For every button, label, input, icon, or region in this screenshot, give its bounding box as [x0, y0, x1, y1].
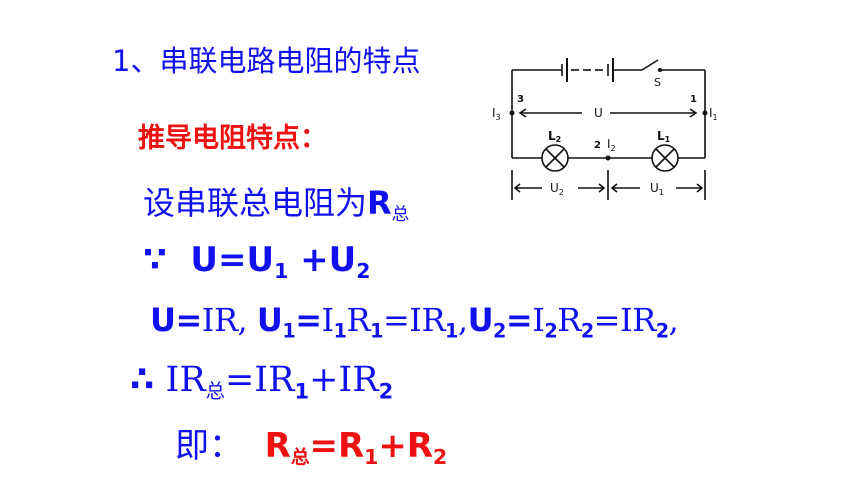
eq-i2-sub: 2 [544, 319, 558, 343]
eq-r1: R [346, 301, 371, 339]
eq-sep3: , [668, 301, 679, 339]
because-plus: +U [288, 240, 357, 280]
series-circuit-diagram: S I3 3 U 1 I1 L2 2 I2 L1 U2 U1 [492, 58, 718, 200]
eq-u2: U [467, 301, 494, 339]
current-i3-label: I3 [492, 106, 501, 122]
eq-i2: I [532, 301, 545, 339]
result-sub2: 2 [433, 445, 448, 470]
therefore-sub1: 1 [294, 379, 310, 404]
node-1-label: 1 [690, 94, 697, 105]
eq-sep2: , [457, 301, 468, 339]
eq-u: U= [150, 301, 202, 339]
node-3-label: 3 [517, 94, 524, 105]
r-total-subscript: 总 [391, 205, 410, 226]
current-i1-label: I1 [709, 106, 718, 122]
slide-title: 1、串联电路电阻的特点 [112, 44, 421, 78]
because-line: ∵ U=U1 +U2 [143, 240, 371, 284]
eq-u2-sub: 2 [493, 319, 506, 343]
switch-label: S [654, 76, 661, 89]
because-symbol: ∵ [143, 240, 167, 280]
lamp-l2-icon [541, 144, 569, 172]
therefore-symbol: ∴ [130, 360, 155, 400]
eq-ir1: =IR [382, 301, 446, 339]
therefore-ir-total: IR [165, 360, 206, 400]
result-r-sub: 总 [290, 447, 310, 469]
eq-u1: U [256, 301, 283, 339]
lamp-l1-label: L1 [657, 129, 671, 144]
eq-ir2-sub: 2 [655, 319, 669, 343]
result-label: 即： [175, 426, 243, 466]
voltage-u-label: U [594, 106, 603, 120]
voltage-u1-label: U1 [650, 181, 664, 197]
eq-i1: I [321, 301, 335, 339]
result-plus: +R [378, 426, 434, 466]
therefore-ir1: =IR [224, 360, 295, 400]
r-total-symbol: R [367, 184, 392, 222]
eq-eq1: = [295, 301, 322, 339]
result-r: R [264, 426, 291, 466]
eq-r2-sub: 2 [580, 319, 594, 343]
eq-r1-sub: 1 [370, 319, 383, 343]
eq-eq2: = [505, 301, 533, 339]
because-sub2: 2 [356, 259, 371, 284]
current-i2-label: I2 [607, 137, 616, 153]
therefore-ir2: +IR [309, 360, 379, 400]
result-line: 即： R总=R1+R2 [175, 418, 447, 467]
result-formula: R总=R1+R2 [264, 426, 448, 470]
eq-ir2: =IR [593, 301, 657, 339]
result-sub1: 1 [364, 445, 379, 470]
lamp-l2-label: L2 [548, 129, 561, 144]
derive-label: 推导电阻特点： [138, 123, 327, 154]
eq-r2: R [557, 301, 581, 339]
because-u: U=U [190, 240, 275, 280]
therefore-total-sub: 总 [205, 379, 225, 403]
therefore-sub2: 2 [378, 379, 394, 404]
result-eq: =R [309, 426, 365, 466]
lamp-l1-icon [651, 144, 679, 172]
eq-ir1-sub: 1 [445, 319, 458, 343]
because-sub1: 1 [274, 259, 289, 284]
voltage-u2-label: U2 [550, 181, 564, 197]
eq-sep1: , [237, 301, 257, 339]
node-2-label: 2 [594, 140, 601, 151]
eq-i1-sub: 1 [333, 319, 347, 343]
eq-ir: IR [201, 301, 238, 339]
assume-line: 设串联总电阻为R总 [143, 178, 409, 224]
ohm-equations-line: U=IR, U1=I1R1=IR1,U2=I2R2=IR2, [150, 301, 679, 341]
eq-u1-sub: 1 [282, 319, 296, 343]
assume-text: 设串联总电阻为 [143, 184, 368, 222]
therefore-line: ∴ IR总=IR1+IR2 [130, 360, 394, 404]
